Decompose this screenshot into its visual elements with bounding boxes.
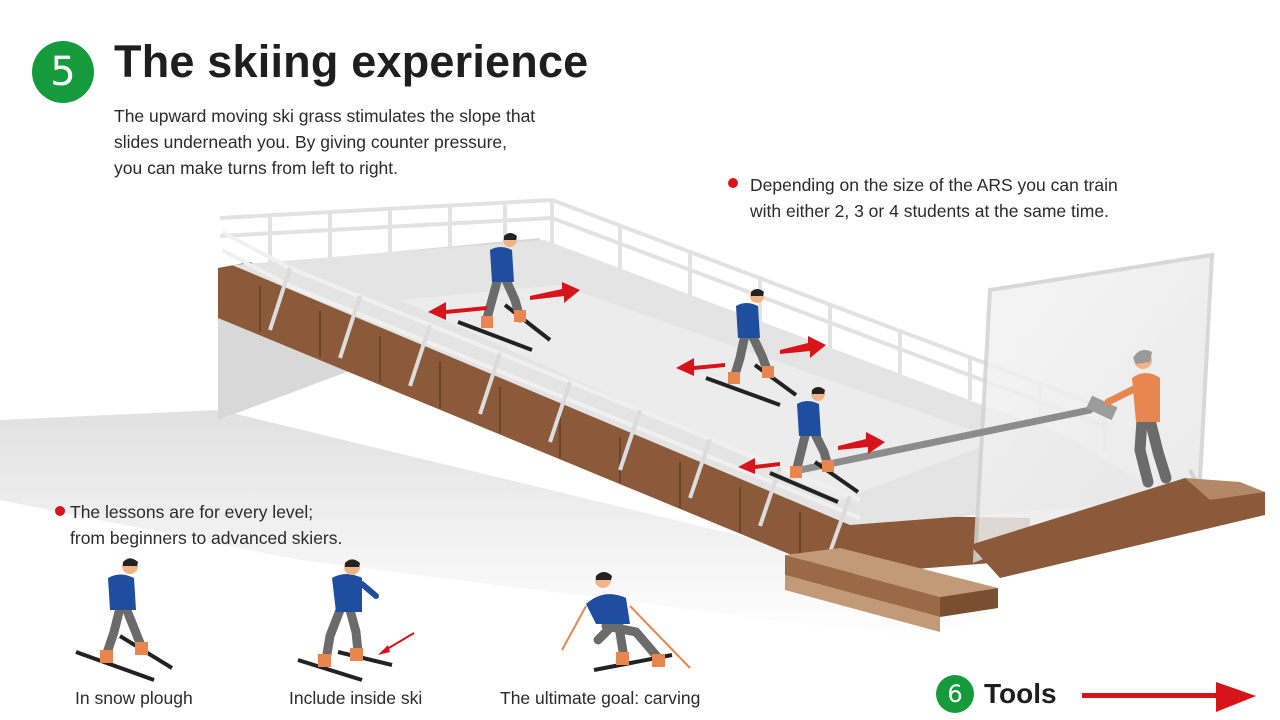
technique-figure-inside-ski <box>297 559 415 682</box>
bullet-dot-icon <box>728 178 738 188</box>
instructor <box>1104 350 1172 488</box>
note-line: Depending on the size of the ARS you can… <box>750 175 1118 195</box>
step-number-badge: 5 <box>32 41 94 103</box>
right-deck <box>970 478 1265 578</box>
next-step-label: Tools <box>984 678 1057 709</box>
note-line: from beginners to advanced skiers. <box>70 528 343 548</box>
skier-3 <box>769 387 860 504</box>
technique-figure-plough <box>75 558 174 682</box>
wood-panel-lines <box>259 286 801 558</box>
right-deck-top <box>1185 478 1265 500</box>
next-section-link[interactable]: 6 Tools <box>936 674 1057 714</box>
front-railing-posts <box>268 267 852 553</box>
note-line: with either 2, 3 or 4 students at the sa… <box>750 201 1109 221</box>
control-panel <box>1086 395 1118 421</box>
control-bar <box>796 406 1094 474</box>
arrow-right-icon <box>1082 682 1256 712</box>
ground-shadow <box>0 410 1000 640</box>
caption-snow-plough: In snow plough <box>75 688 193 708</box>
bullet-dot-icon <box>55 506 65 516</box>
intro-text: The upward moving ski grass stimulates t… <box>114 103 634 181</box>
page-title: The skiing experience <box>114 36 589 87</box>
technique-figure-carving <box>561 572 691 672</box>
levels-note: The lessons are for every level; from be… <box>70 499 342 551</box>
students-note: Depending on the size of the ARS you can… <box>750 172 1118 224</box>
intro-line: you can make turns from left to right. <box>114 158 399 178</box>
intro-line: The upward moving ski grass stimulates t… <box>114 106 536 126</box>
skier-1 <box>457 233 552 352</box>
skier-2 <box>705 289 798 407</box>
intro-line: slides underneath you. By giving counter… <box>114 132 508 152</box>
entry-stairs <box>785 548 998 632</box>
next-step-badge: 6 <box>936 675 974 713</box>
direction-arrows <box>428 282 885 474</box>
caption-inside-ski: Include inside ski <box>289 688 423 708</box>
note-line: The lessons are for every level; <box>70 502 314 522</box>
caption-carving: The ultimate goal: carving <box>500 688 701 708</box>
